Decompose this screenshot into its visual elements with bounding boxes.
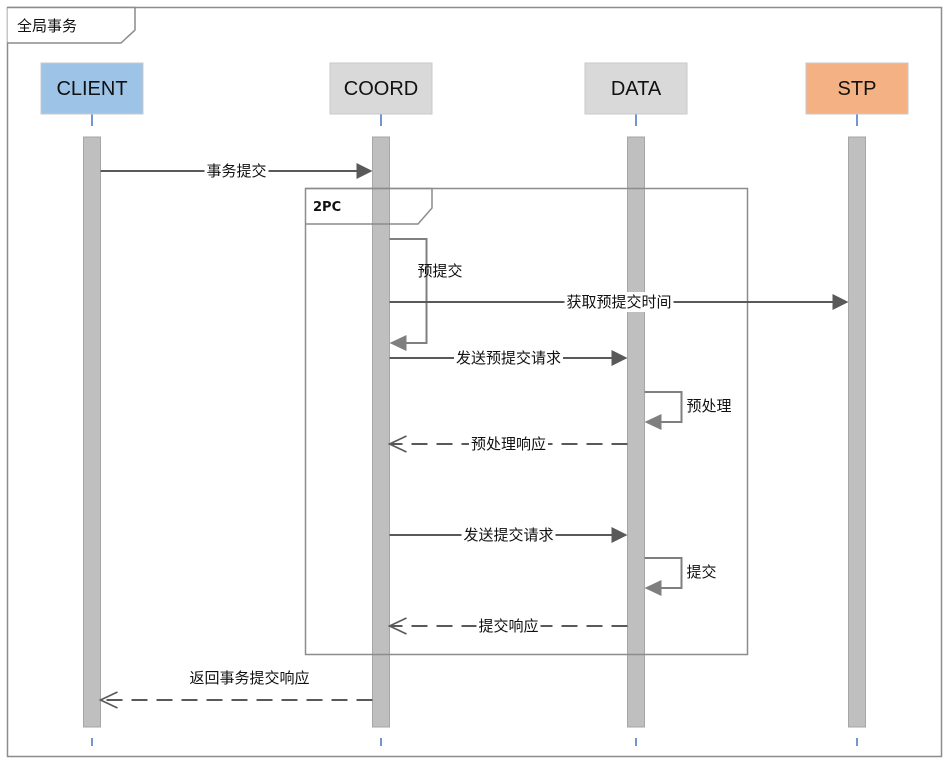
label-background [454, 348, 563, 368]
message-label: 发送预提交请求 [456, 349, 561, 367]
message-0: 事务提交 [100, 161, 373, 181]
participant-data: DATA [584, 62, 688, 115]
outer-frame-title: 全局事务 [17, 17, 77, 35]
participant-client: CLIENT [40, 62, 144, 115]
message-label: 预处理 [687, 397, 732, 415]
arrowhead-icon [644, 580, 662, 596]
open-arrowhead-icon [387, 617, 407, 635]
arrowhead-icon [832, 294, 849, 310]
message-4: 预处理 [644, 391, 732, 430]
message-1: 预提交 [389, 238, 463, 351]
lifeline-stp [848, 114, 866, 746]
self-call-line [644, 557, 683, 589]
message-label: 事务提交 [206, 162, 266, 180]
participant-box [40, 62, 144, 115]
open-arrowhead-icon [98, 691, 118, 709]
participant-box [805, 62, 909, 115]
arrowhead-icon [611, 527, 628, 543]
message-label: 返回事务提交响应 [189, 669, 309, 687]
participant-stp: STP [805, 62, 909, 115]
lifeline-client [83, 114, 101, 746]
fragment-2pc: 2PC [304, 187, 749, 656]
self-call-line [644, 391, 683, 423]
message-7: 提交 [644, 557, 717, 596]
activation-bar [848, 136, 866, 728]
lifeline-coord [372, 114, 390, 746]
participant-label: CLIENT [56, 78, 127, 100]
message-3: 发送预提交请求 [389, 348, 628, 368]
outer-frame-tab [7, 6, 136, 44]
message-6: 发送提交请求 [389, 525, 628, 545]
arrowhead-icon [356, 163, 373, 179]
fragment-title: 2PC [313, 200, 341, 215]
message-2: 获取预提交时间 [389, 292, 849, 312]
activation-bar [83, 136, 101, 728]
label-background [204, 161, 269, 181]
arrowhead-icon [644, 414, 662, 430]
message-label: 预处理响应 [471, 435, 546, 453]
label-background [564, 292, 674, 312]
self-call-line [389, 238, 428, 344]
message-label: 发送提交请求 [463, 526, 553, 544]
participant-box [329, 62, 433, 115]
label-background [469, 434, 548, 454]
arrowhead-icon [611, 350, 628, 366]
message-label: 提交 [687, 563, 717, 581]
activation-bar [372, 136, 390, 728]
arrowhead-icon [389, 335, 407, 351]
activation-bar [627, 136, 645, 728]
message-9: 返回事务提交响应 [98, 669, 373, 709]
label-background [461, 525, 556, 545]
participant-label: STP [838, 78, 877, 100]
lifeline-data [627, 114, 645, 746]
participant-box [584, 62, 688, 115]
open-arrowhead-icon [387, 435, 407, 453]
participant-coord: COORD [329, 62, 433, 115]
fragment-frame [304, 187, 749, 656]
message-label: 获取预提交时间 [566, 293, 671, 311]
fragment-tab [305, 187, 433, 225]
participant-label: COORD [344, 78, 418, 100]
message-5: 预处理响应 [387, 434, 628, 454]
outer-frame [6, 6, 943, 758]
participant-label: DATA [611, 78, 662, 100]
message-8: 提交响应 [387, 616, 628, 636]
label-background [476, 616, 541, 636]
message-label: 提交响应 [478, 617, 538, 635]
message-label: 预提交 [418, 262, 463, 280]
